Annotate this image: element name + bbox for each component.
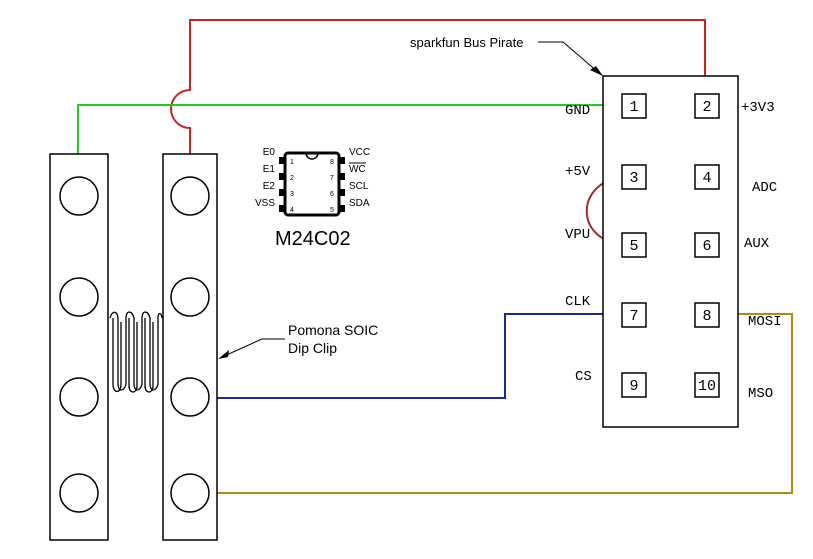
pin-box-2 <box>694 93 720 119</box>
clip-label-line2: Dip Clip <box>288 340 337 356</box>
chip-pin-right-4: SDA <box>349 198 370 209</box>
pin-number-5: 5 <box>629 238 638 255</box>
clip-right-contact-2 <box>170 277 210 317</box>
chip-pin-right-1: VCC <box>349 147 370 158</box>
clip-right-contact-4 <box>170 473 210 513</box>
chip-num-right-5: 5 <box>330 207 334 214</box>
chip-m24c02: E0 E1 E2 VSS 1 2 3 4 8 7 6 5 VCC WC SCL … <box>255 147 370 250</box>
chip-pin-left-2: E1 <box>263 164 276 175</box>
pin-box-7 <box>621 302 647 328</box>
pin-box-9 <box>621 372 647 398</box>
pin-box-3 <box>621 164 647 190</box>
pin-number-8: 8 <box>702 308 711 325</box>
bus-pirate-title: sparkfun Bus Pirate <box>410 35 523 50</box>
label-mosi: MOSI <box>748 314 782 330</box>
pin-number-7: 7 <box>629 308 638 325</box>
label-vpu: VPU <box>565 227 590 243</box>
chip-body <box>283 151 341 217</box>
chip-num-right-8: 8 <box>330 159 334 166</box>
bus-pirate-header: sparkfun Bus Pirate 1 2 3 4 5 6 7 8 9 <box>410 35 782 428</box>
label-gnd: GND <box>565 103 590 119</box>
label-cs: CS <box>575 369 592 385</box>
chip-num-left-4: 4 <box>290 207 294 214</box>
pin-number-1: 1 <box>629 99 638 116</box>
chip-pin-right-3: SCL <box>349 181 369 192</box>
pin-number-4: 4 <box>702 170 711 187</box>
chip-pin-right-2: WC <box>349 164 366 175</box>
chip-pin-left-3: E2 <box>263 181 276 192</box>
clip-spring-icon <box>109 311 163 393</box>
pin-number-10: 10 <box>698 378 716 395</box>
pin-box-5 <box>621 232 647 258</box>
chip-name: M24C02 <box>275 228 351 250</box>
clip-left-contact-3 <box>59 377 99 417</box>
chip-num-left-3: 3 <box>290 191 294 198</box>
clip-leader-line <box>221 338 285 358</box>
chip-pin-left-1: E0 <box>263 147 276 158</box>
label-3v3: +3V3 <box>741 100 775 116</box>
pin-box-4 <box>694 164 720 190</box>
clip-left-contact-4 <box>59 473 99 513</box>
dip-clip <box>49 153 218 541</box>
clip-right-contact-3 <box>170 377 210 417</box>
chip-pin-left-4: VSS <box>255 198 275 209</box>
wire-clk-blue <box>190 313 622 399</box>
chip-notch-icon <box>305 152 319 160</box>
label-adc: ADC <box>752 180 777 196</box>
clip-leader-arrow-icon <box>218 350 229 359</box>
clip-right-contact-1 <box>170 176 210 216</box>
title-leader-line <box>538 41 599 73</box>
clip-left-contact-1 <box>59 176 99 216</box>
wire-mosi-olive <box>190 313 793 494</box>
pin-number-3: 3 <box>629 170 638 187</box>
title-leader-arrow-icon <box>590 66 603 76</box>
label-clk: CLK <box>565 294 591 310</box>
pin-box-10 <box>694 372 720 398</box>
pin-box-6 <box>694 232 720 258</box>
label-aux: AUX <box>744 236 770 252</box>
chip-num-left-2: 2 <box>290 175 294 182</box>
chip-num-right-6: 6 <box>330 191 334 198</box>
label-5v: +5V <box>565 164 591 180</box>
clip-callout: Pomona SOIC Dip Clip <box>218 322 378 359</box>
pin-number-6: 6 <box>702 238 711 255</box>
pin-number-9: 9 <box>629 378 638 395</box>
clip-label-line1: Pomona SOIC <box>288 322 378 338</box>
pin-box-8 <box>694 302 720 328</box>
clip-left-contact-2 <box>59 277 99 317</box>
label-miso: MSO <box>748 386 773 402</box>
pin-number-2: 2 <box>702 99 711 116</box>
pin-box-1 <box>621 93 647 119</box>
chip-num-right-7: 7 <box>330 175 334 182</box>
chip-num-left-1: 1 <box>290 159 294 166</box>
